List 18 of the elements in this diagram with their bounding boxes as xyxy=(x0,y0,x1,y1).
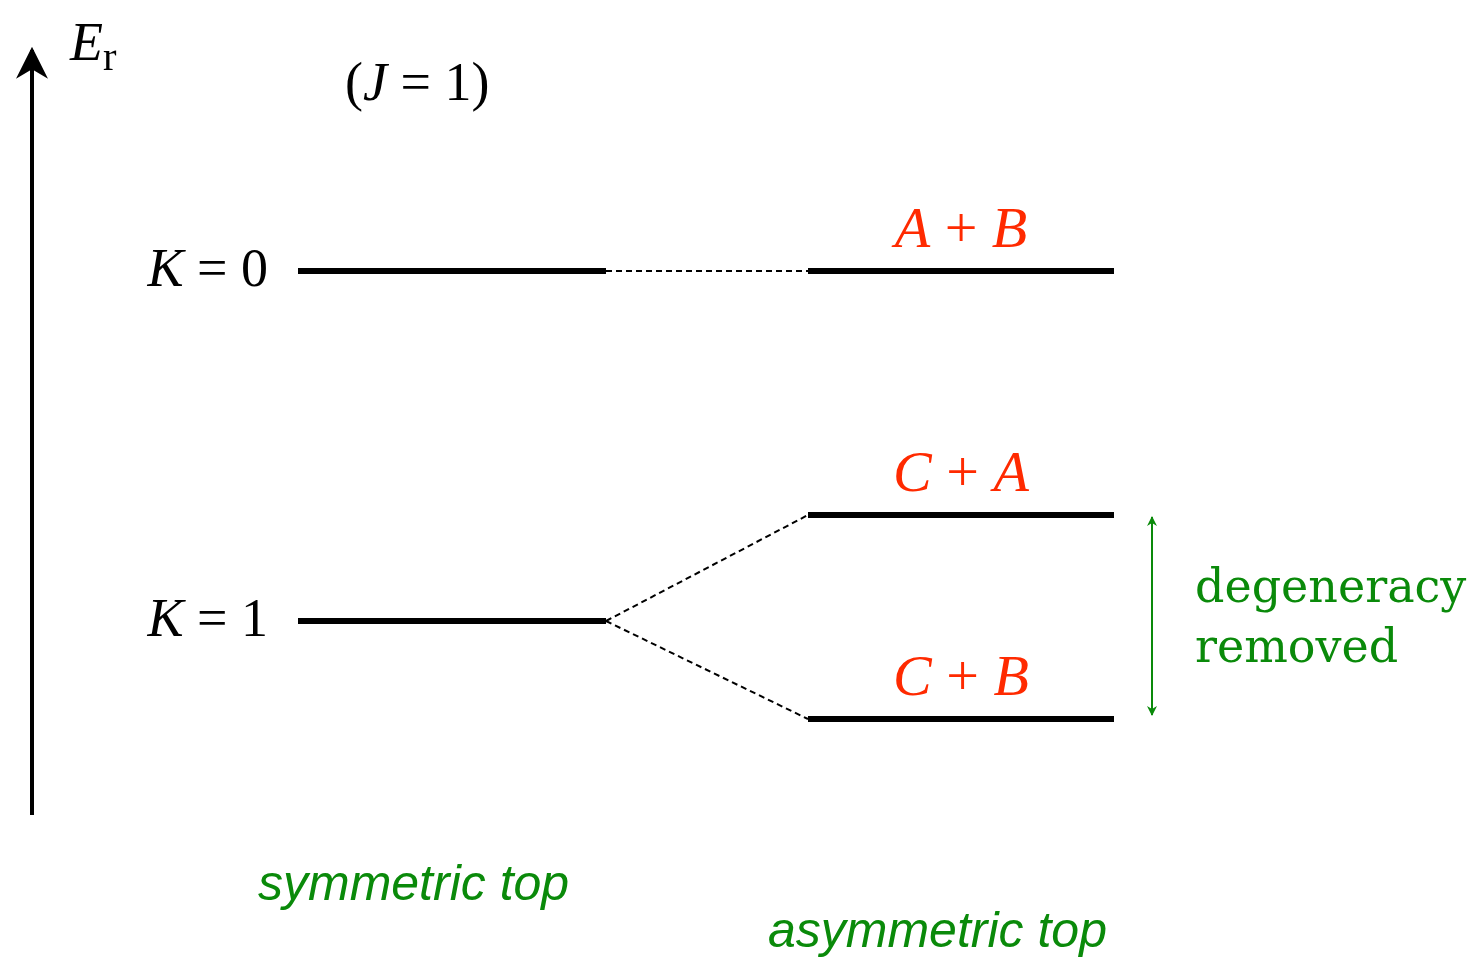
connector-line xyxy=(605,270,809,272)
axis-label: E$_{r}$ xyxy=(70,11,117,82)
column-caption: symmetric top xyxy=(258,854,570,913)
level-label: K = 1 xyxy=(147,591,268,645)
level-label: C + B xyxy=(892,647,1030,705)
column-caption: asymmetric top xyxy=(768,901,1107,958)
annotation-text: degeneracy removed xyxy=(1195,558,1468,675)
quantum-number-label: (J = 1) xyxy=(345,51,490,114)
energy-level xyxy=(808,512,1114,518)
energy-level xyxy=(808,268,1114,274)
energy-level xyxy=(298,268,606,274)
energy-level xyxy=(298,618,606,624)
energy-level xyxy=(808,716,1114,722)
level-label: C + A xyxy=(892,443,1030,501)
level-label: K = 0 xyxy=(147,241,268,295)
level-label: A + B xyxy=(811,199,1111,257)
connector-line xyxy=(605,620,809,720)
connector-line xyxy=(605,514,809,622)
